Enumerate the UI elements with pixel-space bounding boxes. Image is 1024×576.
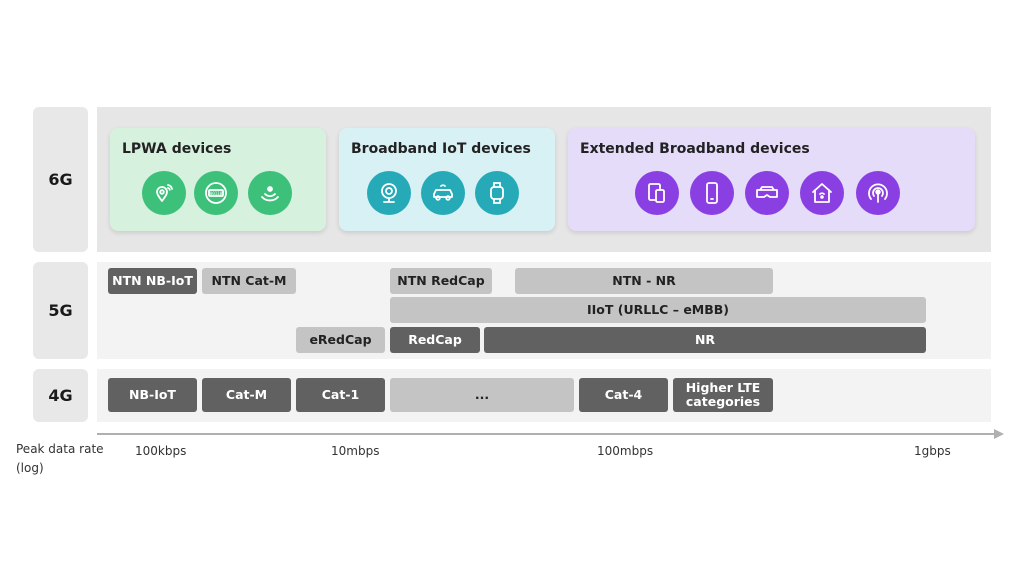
location-tracker-icon [142, 171, 186, 215]
smartphone-icon [690, 171, 734, 215]
eredcap-pill: eRedCap [296, 327, 385, 353]
smart-meter-icon: 00110 [194, 171, 238, 215]
ntn-redcap-pill: NTN RedCap [390, 268, 492, 294]
camera-icon [367, 171, 411, 215]
x-tick-label: 100mbps [597, 444, 654, 458]
x-tick-label: 100kbps [135, 444, 187, 458]
lpwa-devices-title: LPWA devices [122, 141, 232, 157]
cat-m-pill: Cat-M [202, 378, 291, 412]
broadband-iot-devices-title: Broadband IoT devices [351, 141, 531, 157]
x-axis-line [97, 433, 997, 435]
extended-broadband-devices-card: Extended Broadband devices [568, 128, 975, 231]
row-label-6g: 6G [33, 107, 88, 252]
connected-car-icon [421, 171, 465, 215]
nb-iot-pill: NB-IoT [108, 378, 197, 412]
wireless-broadcast-icon [856, 171, 900, 215]
broadband-iot-devices-card: Broadband IoT devices [339, 128, 555, 231]
extended-broadband-devices-title: Extended Broadband devices [580, 141, 810, 157]
nr-pill: NR [484, 327, 926, 353]
cat-1-pill: Cat-1 [296, 378, 385, 412]
x-tick-label: 1gbps [914, 444, 951, 458]
ntn-cat-m-pill: NTN Cat-M [202, 268, 296, 294]
smartwatch-icon [475, 171, 519, 215]
ntn-nr-pill: NTN - NR [515, 268, 773, 294]
ntn-nb-iot-pill: NTN NB-IoT [108, 268, 197, 294]
x-tick-label: 10mbps [331, 444, 380, 458]
meter-readout: 00110 [210, 191, 223, 196]
iiot-pill: IIoT (URLLC – eMBB) [390, 297, 926, 323]
x-axis-arrow-icon [994, 429, 1004, 439]
x-axis-title: Peak data rate (log) [16, 442, 104, 475]
lpwa-devices-card: LPWA devices 00110 [110, 128, 326, 231]
smart-home-icon [800, 171, 844, 215]
redcap-pill: RedCap [390, 327, 480, 353]
ellipsis-pill: ... [390, 378, 574, 412]
tablet-phone-icon [635, 171, 679, 215]
higher-lte-categories-pill: Higher LTE categories [673, 378, 773, 412]
row-label-5g: 5G [33, 262, 88, 359]
cat-4-pill: Cat-4 [579, 378, 668, 412]
wireless-sensor-icon [248, 171, 292, 215]
vr-headset-icon [745, 171, 789, 215]
row-label-4g: 4G [33, 369, 88, 422]
